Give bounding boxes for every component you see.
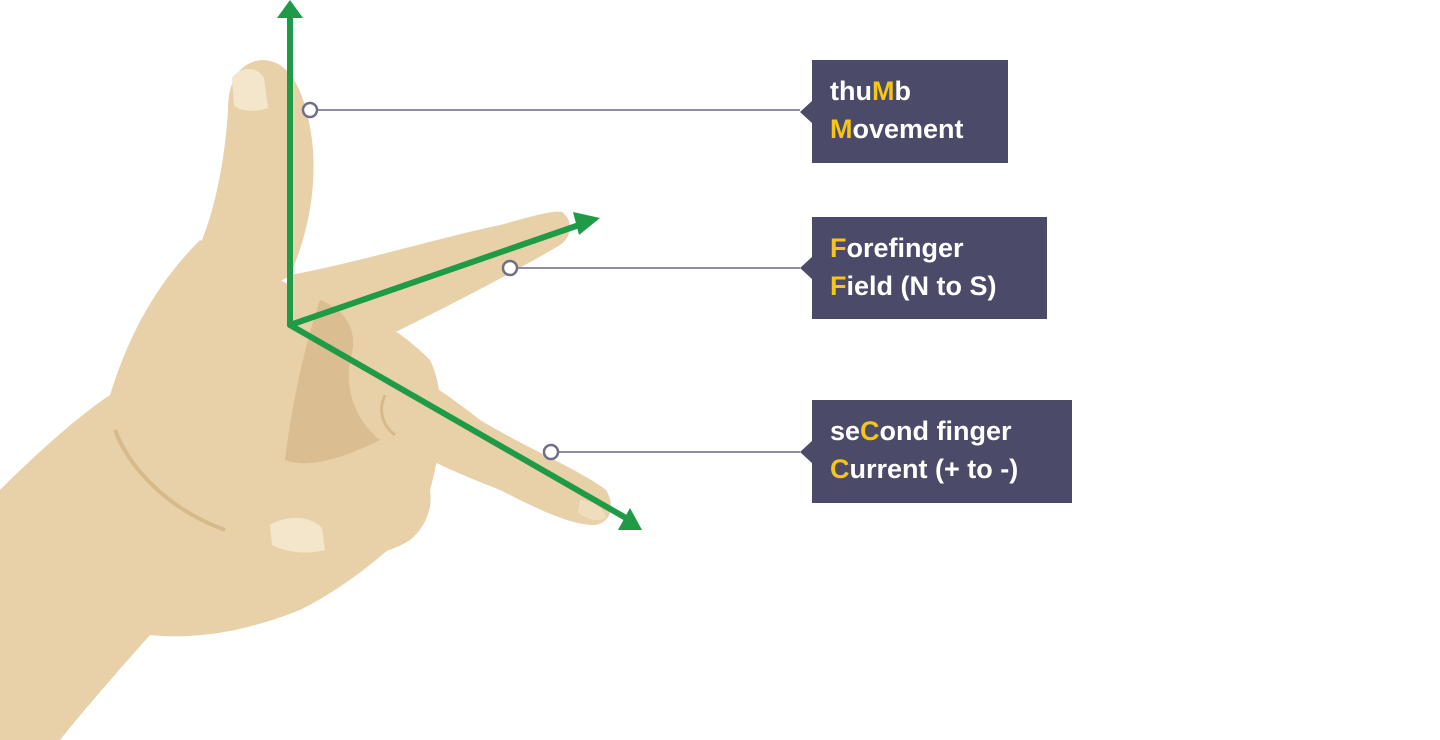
second-nail bbox=[578, 500, 606, 520]
second-finger-arrowhead bbox=[618, 508, 642, 530]
crease-line bbox=[113, 429, 226, 532]
label-text: ield (N to S) bbox=[846, 271, 997, 301]
label-text: se bbox=[830, 416, 861, 446]
anchor-dot-second-finger bbox=[542, 443, 560, 461]
label-second-finger-current: seCond finger Current (+ to -) bbox=[800, 400, 1072, 503]
label-text: ond finger bbox=[879, 416, 1012, 446]
label-line: Field (N to S) bbox=[830, 267, 1029, 305]
forefinger-arrow-shaft bbox=[287, 221, 585, 328]
label-text: b bbox=[894, 76, 911, 106]
label-line: Forefinger bbox=[830, 229, 1029, 267]
hand-illustration bbox=[0, 60, 611, 740]
anchor-dot-forefinger bbox=[501, 259, 519, 277]
highlight-letter: F bbox=[830, 233, 847, 263]
finger-crease bbox=[380, 394, 396, 437]
leader-lines bbox=[310, 109, 800, 453]
thumb-arrowhead bbox=[277, 0, 303, 18]
curled-nail bbox=[270, 517, 325, 553]
label-text: urrent (+ to -) bbox=[849, 454, 1019, 484]
highlight-letter: M bbox=[871, 76, 895, 106]
highlight-letter: F bbox=[830, 271, 847, 301]
label-line: seCond finger bbox=[830, 412, 1054, 450]
label-thumb-movement: thuMb Movement bbox=[800, 60, 1008, 163]
anchor-dot-thumb bbox=[301, 101, 319, 119]
label-text: ovement bbox=[852, 114, 964, 144]
second-finger-arrow-shaft bbox=[287, 322, 629, 521]
label-text: thu bbox=[830, 76, 872, 106]
arrowheads bbox=[277, 0, 642, 530]
forefinger-arrowhead bbox=[573, 212, 600, 235]
label-text: orefinger bbox=[846, 233, 964, 263]
palm-shadow bbox=[285, 300, 380, 464]
label-line: Movement bbox=[830, 110, 990, 148]
arrows bbox=[287, 11, 629, 521]
label-forefinger-field: Forefinger Field (N to S) bbox=[800, 217, 1047, 319]
highlight-letter: C bbox=[830, 454, 850, 484]
label-line: Current (+ to -) bbox=[830, 450, 1054, 488]
label-line: thuMb bbox=[830, 72, 990, 110]
thumb-nail bbox=[232, 69, 268, 111]
anchor-dots bbox=[301, 101, 560, 461]
highlight-letter: C bbox=[860, 416, 880, 446]
thumb bbox=[200, 60, 314, 283]
highlight-letter: M bbox=[830, 114, 853, 144]
